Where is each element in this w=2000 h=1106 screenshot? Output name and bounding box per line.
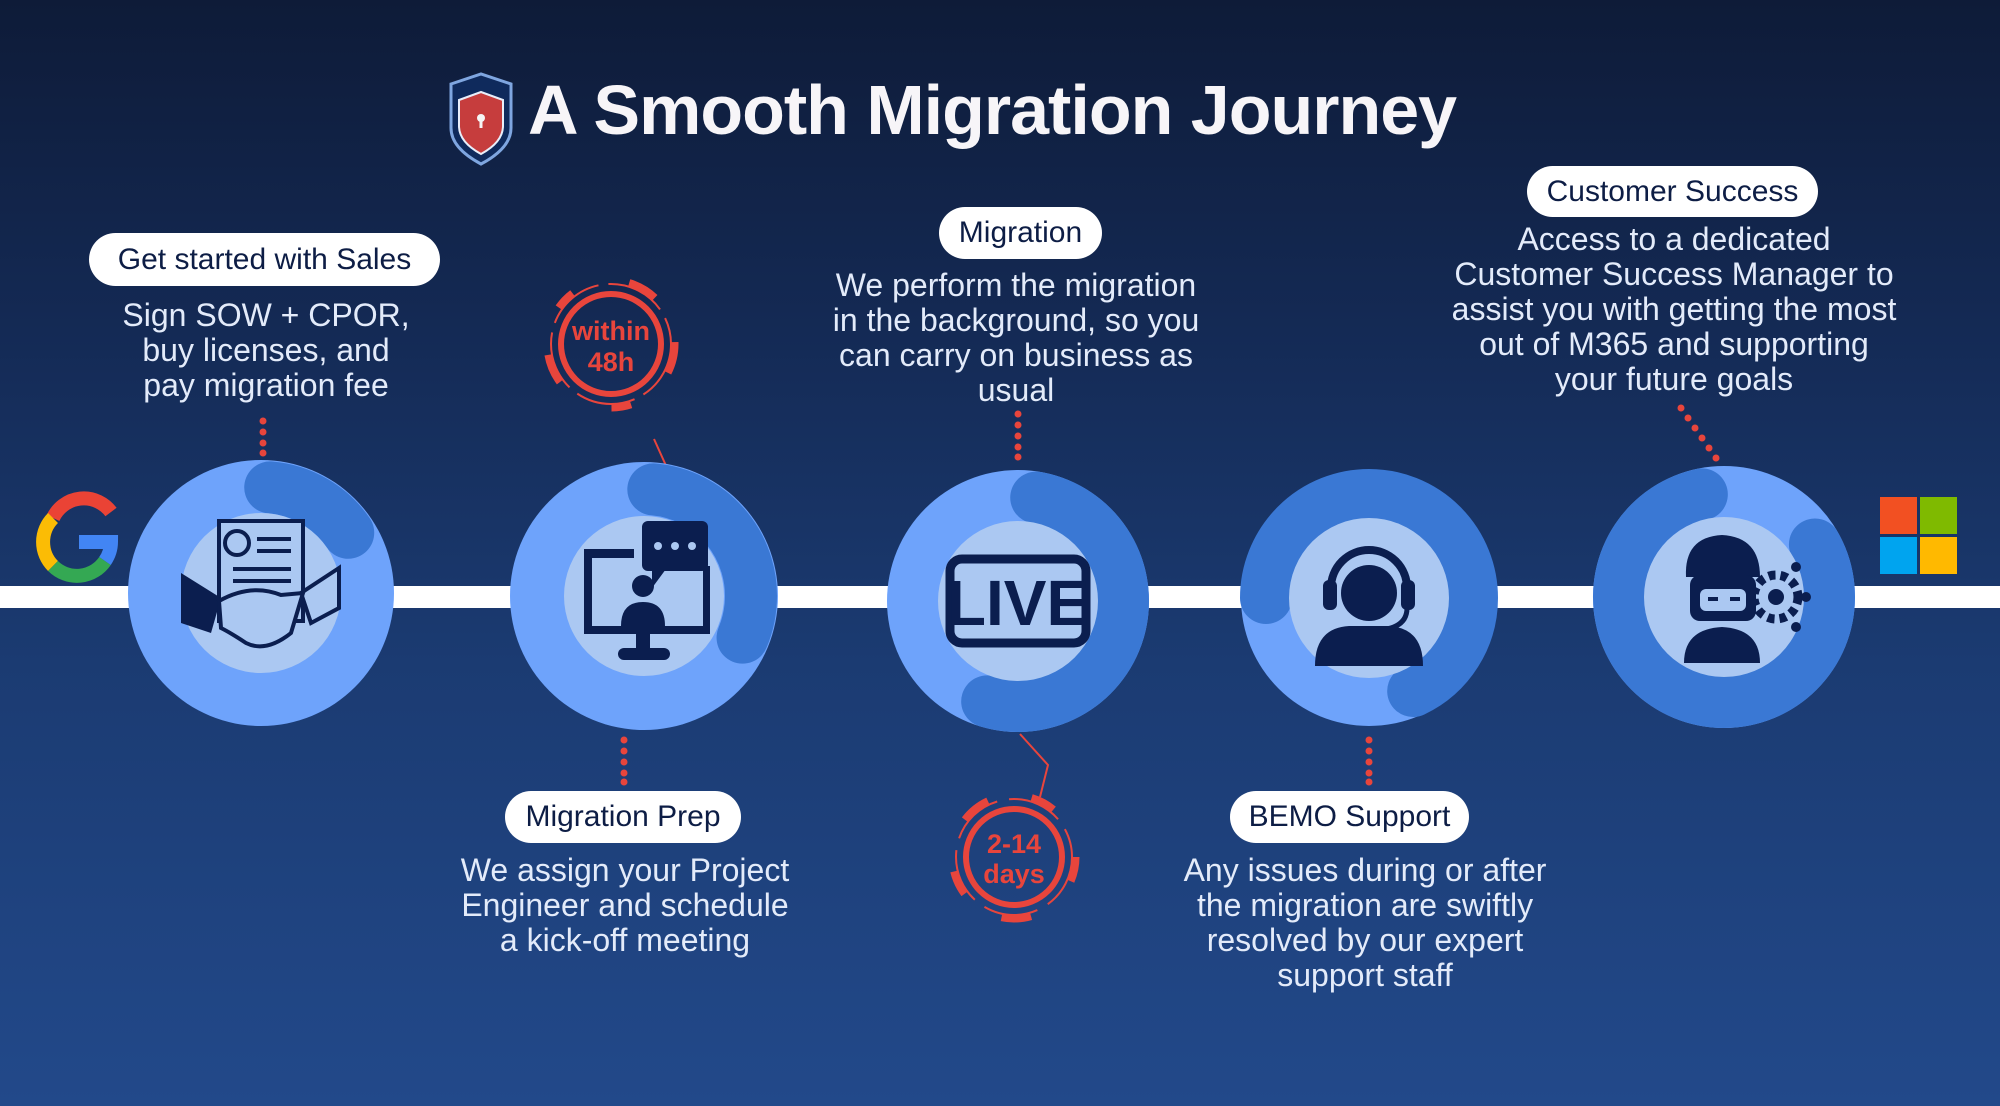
description-line: can carry on business as — [839, 337, 1193, 373]
description-line: pay migration fee — [143, 367, 389, 403]
step-description-bemo-support: Any issues during or after the migration… — [1184, 853, 1547, 993]
description-line: support staff — [1277, 957, 1453, 993]
description-line: Engineer and schedule — [461, 887, 789, 923]
description-line: in the background, so you — [832, 302, 1200, 338]
step-label-customer-success: Customer Success — [1527, 166, 1818, 217]
step-circle-sales — [128, 460, 394, 726]
page-title: A Smooth Migration Journey — [528, 71, 1457, 149]
description-line: the migration are swiftly — [1196, 887, 1534, 923]
step-label-migration-prep: Migration Prep — [505, 791, 741, 843]
handshake-contract-icon — [181, 519, 341, 649]
description-line: We perform the migration — [835, 267, 1197, 303]
step-circle-migration-prep — [510, 462, 778, 730]
badge-2-14-days: 2-14 days — [948, 791, 1080, 923]
description-line: Sign SOW + CPOR, — [122, 297, 410, 333]
badge-within-48h: within 48h — [543, 276, 679, 412]
description-line: Access to a dedicated — [1517, 221, 1831, 257]
description-line: a kick-off meeting — [499, 922, 751, 958]
description-line: Customer Success Manager to — [1454, 256, 1894, 292]
description-line: assist you with getting the most — [1451, 291, 1897, 327]
description-line: resolved by our expert — [1206, 922, 1524, 958]
badge-text-line1: 2-14 — [987, 829, 1041, 859]
headset-agent-icon — [1315, 546, 1423, 666]
step-label-migration: Migration — [939, 207, 1102, 259]
step-circle-customer-success — [1593, 466, 1855, 728]
dotted-connectors — [259, 404, 1720, 786]
step-description-sales: Sign SOW + CPOR, buy licenses, and pay m… — [122, 298, 409, 403]
step-description-migration: We perform the migration in the backgrou… — [833, 268, 1199, 408]
shield-lock-logo-icon — [449, 72, 513, 166]
description-line: buy licenses, and — [142, 332, 390, 368]
live-icon: LIVE — [945, 554, 1091, 648]
step-description-customer-success: Access to a dedicated Customer Success M… — [1452, 222, 1897, 397]
description-line: your future goals — [1554, 361, 1794, 397]
badge-connector-migration — [1019, 733, 1050, 798]
step-circle-migration: LIVE — [887, 470, 1149, 732]
description-line: We assign your Project — [460, 852, 790, 888]
description-line: out of M365 and supporting — [1479, 326, 1869, 362]
badge-text-line2: days — [983, 859, 1045, 889]
step-circle-bemo-support — [1240, 469, 1498, 727]
video-call-monitor-icon — [584, 521, 710, 660]
microsoft-logo-icon — [1880, 497, 1957, 574]
step-label-bemo-support: BEMO Support — [1230, 791, 1469, 843]
badge-text-line1: within — [571, 316, 650, 346]
step-description-migration-prep: We assign your Project Engineer and sche… — [461, 853, 789, 958]
description-line: usual — [977, 372, 1055, 408]
badge-text-line2: 48h — [588, 347, 635, 377]
ai-brain-gear-icon — [1684, 535, 1811, 663]
step-label-sales: Get started with Sales — [89, 233, 440, 286]
live-icon-text: LIVE — [947, 567, 1089, 639]
google-logo-icon — [36, 491, 119, 583]
description-line: Any issues during or after — [1183, 852, 1547, 888]
